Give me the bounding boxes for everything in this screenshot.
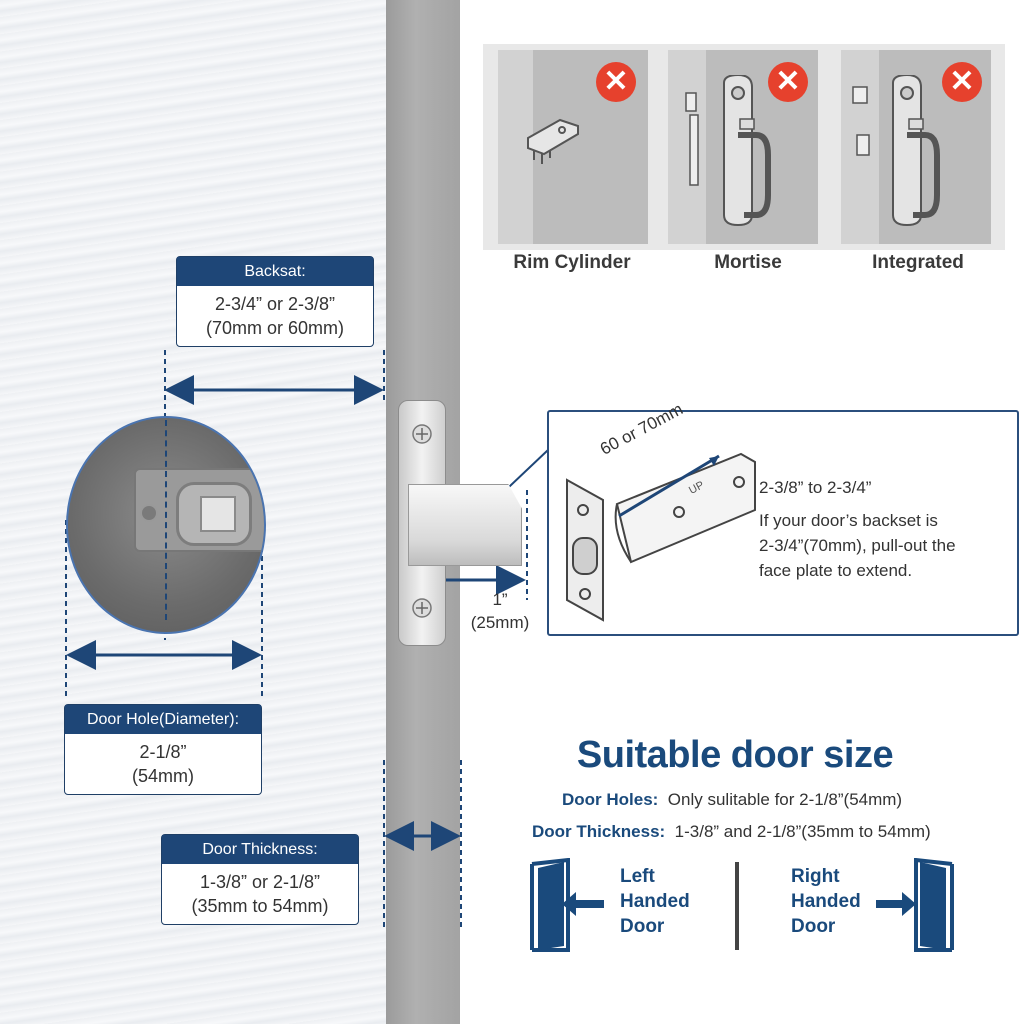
screw-icon (412, 424, 432, 444)
left-handed-label: Left Handed Door (620, 866, 690, 937)
integrated-icon (852, 75, 940, 227)
screw-icon (412, 598, 432, 618)
lock-type-label: Rim Cylinder (513, 252, 631, 273)
rim-cylinder-icon (527, 118, 579, 164)
backset-value: 2-3/4” or 2-3/8” (214, 294, 336, 314)
door-holes-spec: Door Holes: Only sulitable for 2-1/8”(54… (562, 790, 903, 809)
callout-range: 2-3/8” to 2-3/4” (759, 478, 872, 497)
rim-cylinder-card: ✕ (498, 50, 648, 244)
door-thickness-label-box: Door Thickness: 1-3/8” or 2-1/8” (35mm t… (161, 834, 359, 925)
right-door-icon (876, 858, 954, 952)
backset-title: Backsat: (177, 257, 373, 286)
integrated-card: ✕ (841, 50, 991, 244)
backset-value-metric: (70mm or 60mm) (205, 318, 344, 338)
door-thickness-value-metric: (35mm to 54mm) (191, 896, 329, 916)
latch-depth-label: 1” (25mm) (470, 590, 530, 632)
callout-note: If your door’s backset is 2-3/4”(70mm), … (759, 511, 956, 580)
door-thickness-value: 1-3/8” or 2-1/8” (199, 872, 321, 892)
latch-bolt (408, 484, 522, 566)
left-door-icon (530, 858, 604, 952)
mortise-card: ✕ (668, 50, 818, 244)
adjustable-latch-diagram (566, 452, 756, 622)
door-thickness-spec: Door Thickness: 1-3/8” and 2-1/8”(35mm t… (532, 822, 931, 841)
adjustable-latch-callout: 60 or 70mm UP 2-3/8” to 2-3/4” If your d… (547, 399, 1019, 636)
lock-type-label: Integrated (872, 252, 964, 273)
divider (735, 862, 739, 950)
suitable-title: Suitable door size (576, 734, 894, 776)
door-hole-label-box: Door Hole(Diameter): 2-1/8” (54mm) (64, 704, 262, 795)
x-mark-icon: ✕ (768, 62, 808, 102)
door-hole-value-metric: (54mm) (132, 766, 194, 786)
lock-type-label: Mortise (714, 252, 782, 273)
x-mark-icon: ✕ (942, 62, 982, 102)
right-handed-label: Right Handed Door (791, 866, 861, 937)
mortise-icon (685, 75, 771, 227)
door-thickness-title: Door Thickness: (162, 835, 358, 864)
door-hole-value: 2-1/8” (139, 742, 187, 762)
x-mark-icon: ✕ (596, 62, 636, 102)
door-hole-title: Door Hole(Diameter): (65, 705, 261, 734)
backset-label-box: Backsat: 2-3/4” or 2-3/8” (70mm or 60mm) (176, 256, 374, 347)
